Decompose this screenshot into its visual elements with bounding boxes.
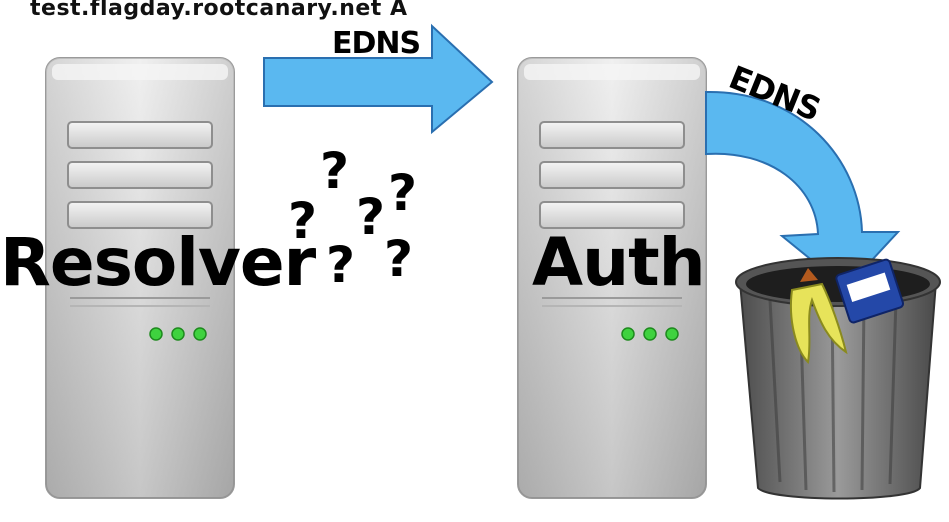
trash-can [735, 257, 941, 500]
banana-peel-icon [790, 282, 848, 365]
question-mark-6: ? [384, 230, 414, 288]
auth-server [517, 57, 707, 499]
question-mark-3: ? [288, 192, 318, 250]
resolver-led-2 [171, 327, 185, 341]
resolver-server [45, 57, 235, 499]
query-arrow [263, 23, 494, 135]
milk-carton-icon [835, 258, 905, 324]
auth-led-2 [643, 327, 657, 341]
edns-label-top: EDNS [332, 26, 421, 61]
resolver-label: Resolver [0, 224, 316, 301]
auth-led-1 [621, 327, 635, 341]
auth-label: Auth [532, 224, 706, 301]
resolver-led-3 [193, 327, 207, 341]
question-mark-5: ? [326, 236, 356, 294]
question-mark-1: ? [320, 142, 350, 200]
auth-led-3 [665, 327, 679, 341]
question-mark-2: ? [388, 164, 418, 222]
resolver-led-1 [149, 327, 163, 341]
query-text: test.flagday.rootcanary.net A [30, 0, 408, 21]
discard-arrow [705, 90, 901, 290]
question-mark-4: ? [356, 188, 386, 246]
